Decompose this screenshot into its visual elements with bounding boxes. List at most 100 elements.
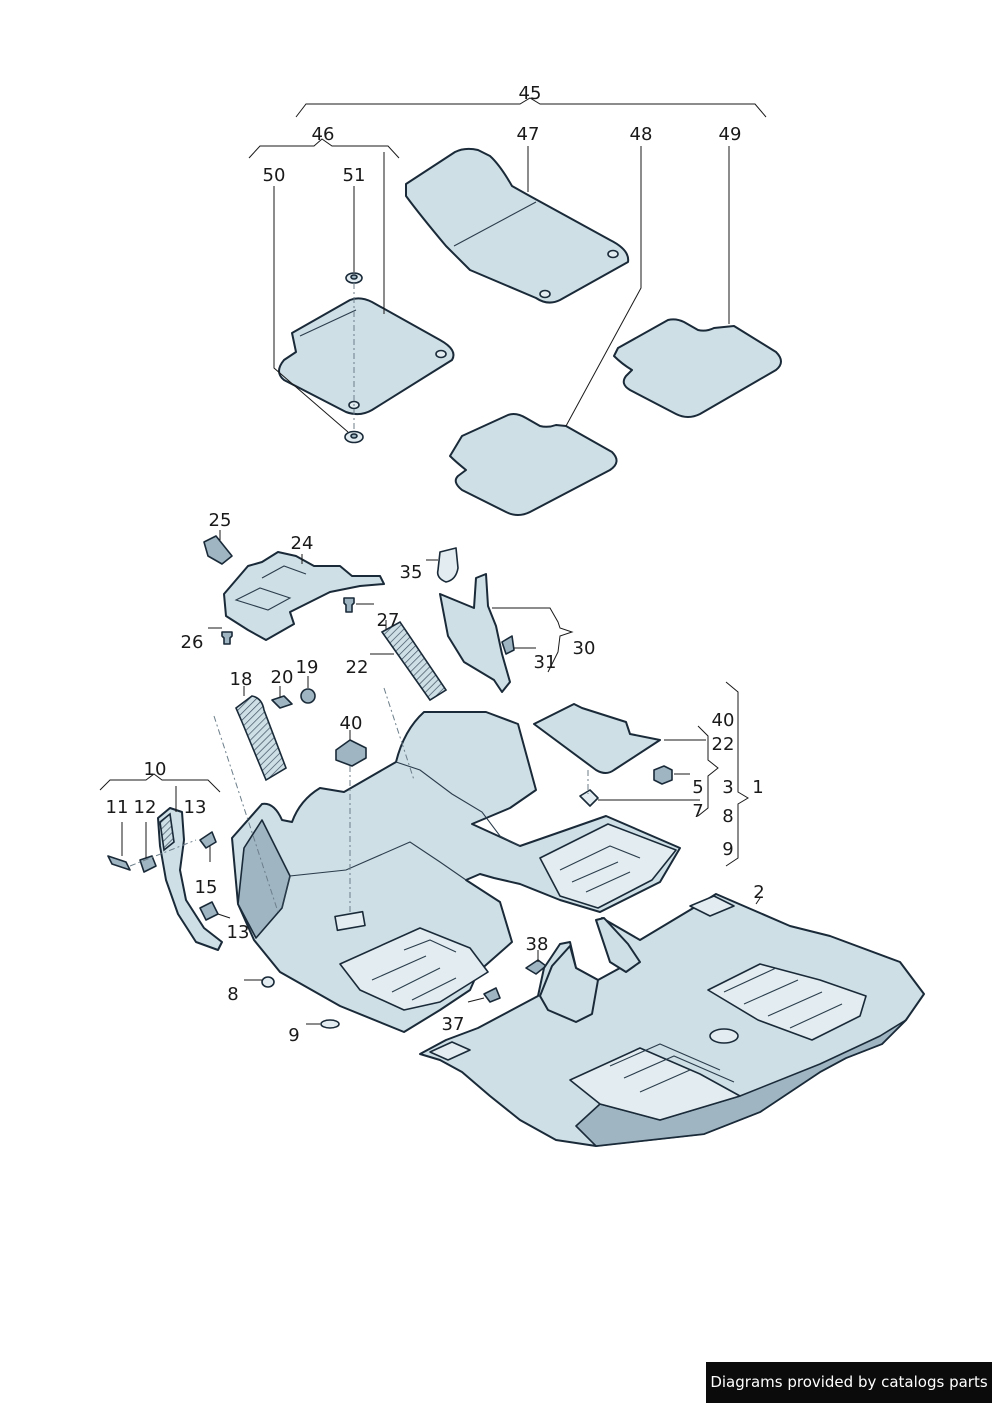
screw-20 <box>271 695 293 709</box>
callout-26: 26 <box>181 632 204 653</box>
callout-51: 51 <box>343 165 366 186</box>
callout-13b: 13 <box>227 922 250 943</box>
floor-mat-set <box>248 97 782 516</box>
mat-47-divider <box>453 201 537 247</box>
front-mat-47 <box>405 147 630 304</box>
callout-3: 3 <box>722 777 733 798</box>
callout-12: 12 <box>134 797 157 818</box>
screw-24 <box>343 597 355 613</box>
callout-50: 50 <box>263 165 286 186</box>
clip-35 <box>436 547 459 583</box>
callout-37: 37 <box>442 1014 465 1035</box>
leader-48 <box>565 146 642 427</box>
callout-22a: 22 <box>346 657 369 678</box>
bolt-26 <box>221 631 233 645</box>
side-trim-axis <box>129 839 197 867</box>
callout-35: 35 <box>400 562 423 583</box>
brace-45 <box>295 97 767 118</box>
callout-labels: 45 46 47 48 49 50 51 25 24 26 35 27 22 3… <box>106 83 765 1046</box>
bracket-24-rib <box>234 587 292 611</box>
callout-40b: 40 <box>712 710 735 731</box>
attribution-footer: Diagrams provided by catalogs parts <box>706 1362 992 1403</box>
callout-15: 15 <box>195 877 218 898</box>
carpet-rear-panel <box>569 1047 741 1121</box>
callout-9a: 9 <box>722 839 733 860</box>
carpet-rear-hole <box>709 1028 739 1044</box>
pad-27-axis <box>383 687 415 781</box>
carpet-front-opening <box>334 910 366 932</box>
clip-37 <box>483 987 501 1003</box>
carpet-front-ribs <box>371 939 457 1001</box>
callout-20: 20 <box>271 667 294 688</box>
carpet-front-console-ribs <box>559 845 641 893</box>
carpet-rear-flap-right <box>595 917 641 973</box>
clip-15 <box>199 901 219 921</box>
callout-27: 27 <box>377 610 400 631</box>
plug-19 <box>300 688 316 704</box>
bolt-13 <box>199 831 217 849</box>
trim-13 <box>157 807 223 951</box>
mat-46-eyelet <box>435 349 447 359</box>
callout-22b: 22 <box>712 734 735 755</box>
brace-40 <box>725 681 749 867</box>
pad-27 <box>380 620 448 702</box>
brace-10 <box>99 773 221 793</box>
leader-15 <box>217 913 231 919</box>
connector-11 <box>107 855 131 871</box>
cap-40 <box>335 739 367 767</box>
pad-18 <box>235 695 287 782</box>
plug-9 <box>320 1019 340 1029</box>
carpet-rear-tunnel-ribs <box>723 967 843 1029</box>
leader-37 <box>467 997 485 1003</box>
brace-30 <box>492 607 574 673</box>
callout-9b: 9 <box>288 1025 299 1046</box>
carpet-front-edge <box>281 841 467 909</box>
clip-7 <box>579 789 599 807</box>
carpet-rear-ribs <box>609 1043 735 1093</box>
callout-38: 38 <box>526 934 549 955</box>
pad-3 <box>653 765 673 785</box>
carpet-rear-flap <box>539 945 599 1023</box>
callout-49: 49 <box>719 124 742 145</box>
callout-45: 45 <box>519 83 542 104</box>
callout-5: 5 <box>692 777 703 798</box>
callout-25: 25 <box>209 510 232 531</box>
callout-2: 2 <box>753 882 764 903</box>
mat-46-divider <box>299 309 357 337</box>
console-bracket-group <box>203 530 749 867</box>
mat-fastener-51-center <box>350 274 358 280</box>
mat-fastener-50-center <box>350 433 358 439</box>
carpet-front-tunnel <box>395 761 521 847</box>
carpet-front-body <box>231 711 681 1033</box>
clip-8 <box>261 976 275 988</box>
callout-7: 7 <box>692 801 703 822</box>
leader-50 <box>273 186 349 433</box>
panel-30 <box>439 573 511 693</box>
callout-1: 1 <box>752 777 763 798</box>
brace-46 <box>248 138 400 159</box>
callout-10: 10 <box>144 759 167 780</box>
callout-31: 31 <box>534 652 557 673</box>
clip-25 <box>203 535 233 565</box>
pad-18-axis <box>213 715 279 913</box>
rear-carpet <box>419 893 925 1147</box>
callout-8a: 8 <box>722 806 733 827</box>
callout-40a: 40 <box>340 713 363 734</box>
mat-47-eyelet <box>539 289 551 299</box>
rear-mat-48 <box>449 413 618 516</box>
leader-2 <box>755 897 761 905</box>
mat-47-eyelet <box>607 249 619 259</box>
bracket-24 <box>223 551 385 641</box>
side-trim-group <box>99 773 231 951</box>
bracket-24-rib <box>261 565 307 579</box>
callout-47: 47 <box>517 124 540 145</box>
front-mat-46 <box>278 297 455 416</box>
callout-8b: 8 <box>227 984 238 1005</box>
callout-24: 24 <box>291 533 314 554</box>
callout-46: 46 <box>312 124 335 145</box>
clip-31 <box>501 635 515 655</box>
brace-22 <box>697 725 719 817</box>
carpet-rear-pad-right <box>689 895 735 917</box>
rear-mat-49 <box>613 318 782 418</box>
